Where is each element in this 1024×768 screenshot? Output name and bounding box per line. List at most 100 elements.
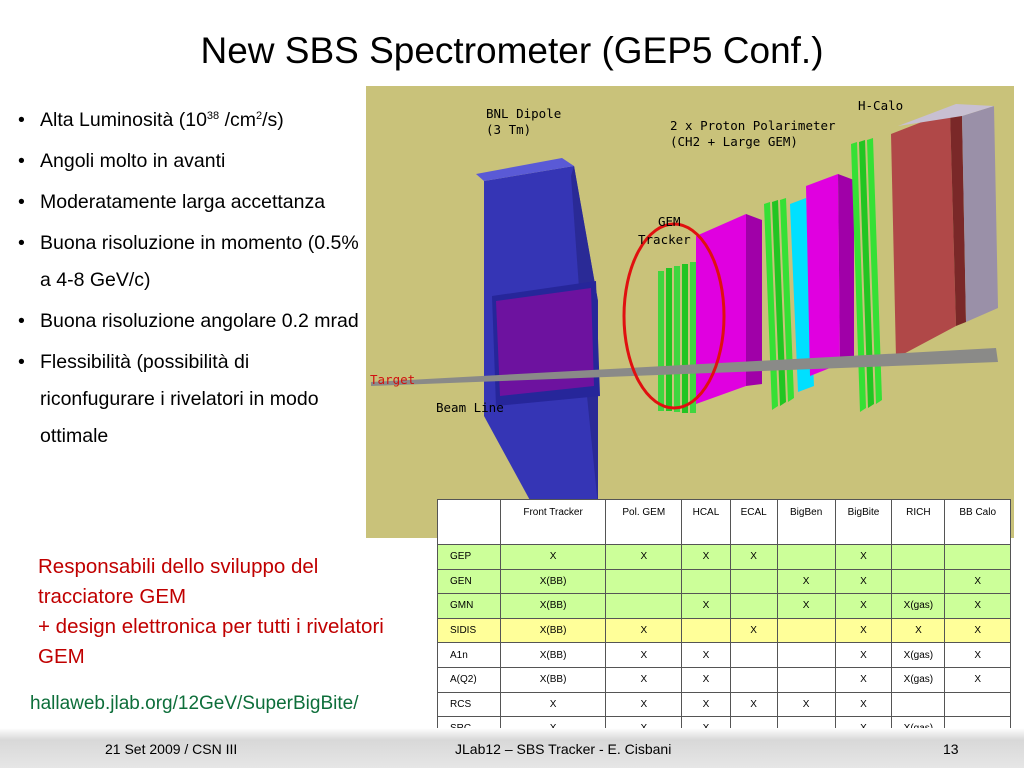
- page-number: 13: [943, 741, 959, 757]
- target-label: Target: [370, 372, 415, 387]
- bullet-text: Angoli molto in avanti: [40, 150, 226, 172]
- table-cell: [681, 568, 731, 595]
- bullet-dot: •: [18, 351, 25, 373]
- bnl-dipole-shape: [476, 158, 600, 526]
- bullet-text-post: /s): [262, 109, 284, 131]
- table-header-cell: BigBite: [834, 499, 893, 545]
- bullet-item: • Angoli molto in avanti: [18, 143, 363, 180]
- bullet-dot: •: [18, 150, 25, 172]
- table-cell: [891, 568, 946, 595]
- website-link[interactable]: hallaweb.jlab.org/12GeV/SuperBigBite/: [30, 693, 359, 714]
- table-cell: X(BB): [499, 666, 607, 693]
- bullet-text: Flessibilità (possibilità di riconfugura…: [40, 351, 319, 447]
- table-header-cell: HCAL: [681, 499, 731, 545]
- bnl-field-label: (3 Tm): [486, 122, 531, 137]
- bullet-item: • Moderatamente larga accettanza: [18, 184, 363, 221]
- beam-line-label: Beam Line: [436, 400, 504, 415]
- table-row-name: A1n: [437, 642, 501, 668]
- table-cell: X: [499, 544, 607, 570]
- table-header-cell: ECAL: [729, 499, 778, 545]
- h-calo-label: H-Calo: [858, 98, 903, 113]
- table-cell: X: [776, 568, 836, 595]
- table-cell: X: [605, 544, 683, 570]
- table-cell: [776, 617, 836, 644]
- bullet-item: • Alta Luminosità (1038 /cm2/s): [18, 102, 363, 139]
- table-cell: X(BB): [499, 617, 607, 644]
- table-row-name: GEP: [437, 544, 501, 570]
- bullet-text: Moderatamente larga accettanza: [40, 191, 326, 213]
- bullet-item: • Flessibilità (possibilità di riconfugur…: [18, 344, 363, 455]
- responsibility-line-1: Responsabili dello sviluppo del tracciat…: [38, 555, 319, 608]
- bullet-text-mid: /cm: [219, 109, 257, 131]
- table-header-cell: [437, 499, 501, 545]
- table-cell: X: [605, 642, 683, 668]
- table-cell: [729, 666, 778, 693]
- table-cell: X(BB): [499, 568, 607, 595]
- table-cell: X: [891, 617, 946, 644]
- table-header-cell: Front Tracker: [499, 499, 607, 545]
- table-row-name: GMN: [437, 593, 501, 619]
- table-cell: [605, 593, 683, 619]
- table-cell: X: [944, 617, 1011, 644]
- table-cell: [729, 593, 778, 619]
- table-cell: [681, 617, 731, 644]
- table-cell: X(gas): [891, 642, 946, 668]
- bullet-sup-square: 2: [256, 110, 263, 122]
- gem-tracker-planes: [658, 262, 696, 413]
- table-cell: X: [834, 642, 893, 668]
- table-cell: X: [834, 568, 893, 595]
- table-row-name: SIDIS: [437, 617, 501, 644]
- table-cell: [944, 691, 1011, 718]
- table-header-cell: Pol. GEM: [605, 499, 683, 545]
- table-cell: [944, 544, 1011, 570]
- table-cell: X(gas): [891, 666, 946, 693]
- gem-highlight-ellipse: [622, 222, 726, 410]
- table-header-cell: BigBen: [776, 499, 836, 545]
- table-cell: [891, 691, 946, 718]
- table-row-name: GEN: [437, 568, 501, 595]
- table-cell: [776, 666, 836, 693]
- table-cell: X: [834, 593, 893, 619]
- table-cell: X: [834, 666, 893, 693]
- table-cell: [776, 544, 836, 570]
- table-cell: X: [499, 691, 607, 718]
- table-cell: X: [729, 617, 778, 644]
- table-cell: X: [776, 593, 836, 619]
- table-cell: X: [605, 666, 683, 693]
- responsibility-note: Responsabili dello sviluppo del tracciat…: [38, 552, 418, 672]
- table-cell: X: [834, 691, 893, 718]
- table-cell: X: [944, 666, 1011, 693]
- bullet-text-pre: Alta Luminosità (10: [40, 109, 207, 131]
- table-row-name: RCS: [437, 691, 501, 718]
- bullet-sup-exponent: 38: [206, 110, 220, 122]
- slide-title: New SBS Spectrometer (GEP5 Conf.): [200, 30, 824, 71]
- table-cell: [729, 568, 778, 595]
- table-cell: [729, 642, 778, 668]
- table-cell: X: [681, 593, 731, 619]
- table-cell: X: [681, 691, 731, 718]
- table-cell: X: [681, 642, 731, 668]
- tracker-label: Tracker: [638, 232, 691, 247]
- spectrometer-figure: BNL Dipole (3 Tm) 2 x Proton Polarimeter…: [366, 86, 1014, 538]
- bullet-text: Buona risoluzione angolare 0.2 mrad: [40, 310, 359, 332]
- bullet-text: Buona risoluzione in momento (0.5% a 4-8…: [40, 232, 359, 291]
- bullet-dot: •: [18, 191, 25, 213]
- bullet-dot: •: [18, 109, 25, 131]
- table-cell: X: [681, 544, 731, 570]
- table-cell: X: [681, 666, 731, 693]
- gem-label: GEM: [658, 214, 681, 229]
- bullet-dot: •: [18, 232, 25, 254]
- table-cell: X: [944, 642, 1011, 668]
- table-cell: X: [776, 691, 836, 718]
- table-header-cell: RICH: [891, 499, 946, 545]
- bullet-list: • Alta Luminosità (1038 /cm2/s) • Angoli …: [18, 102, 363, 459]
- table-cell: X: [944, 593, 1011, 619]
- polarimeter-shape: [696, 138, 882, 412]
